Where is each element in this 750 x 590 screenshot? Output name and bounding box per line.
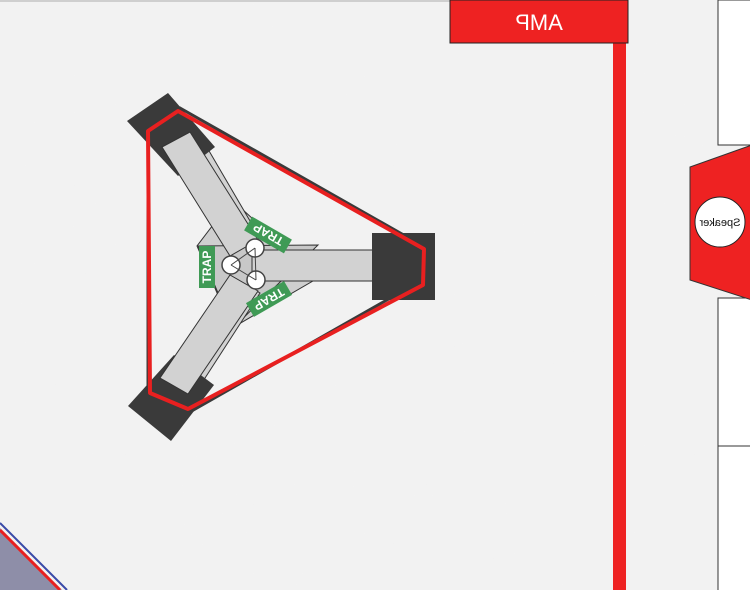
corner-edge-outer	[0, 522, 68, 590]
stage-tape	[146, 109, 426, 411]
amp-label: AMP	[515, 10, 563, 35]
speaker[interactable]: Speaker	[689, 145, 750, 300]
hub-link-2	[230, 264, 257, 281]
trap-left-label: TRAP	[200, 251, 214, 284]
corner-area	[0, 522, 68, 590]
trap-top-tag	[244, 216, 292, 254]
wall-panel-2	[717, 297, 750, 447]
truss-foot-right	[372, 233, 435, 300]
hub-link-1	[230, 247, 256, 266]
hub-link-3	[254, 247, 257, 281]
corner-edge-red	[0, 528, 62, 590]
wall-panel-1	[717, 0, 750, 146]
trap-left[interactable]: TRAP	[199, 246, 215, 288]
speaker-label: Speaker	[699, 217, 740, 229]
trap-left-tag	[199, 246, 215, 288]
stage[interactable]: TRAP TRAP TRAP	[127, 93, 435, 441]
amp-box	[449, 0, 629, 44]
speaker-opening	[694, 196, 746, 248]
wall-panel-3	[717, 445, 750, 590]
alliance-wall-line	[613, 0, 626, 590]
trap-bottom-tag	[245, 281, 293, 317]
amp[interactable]: AMP	[449, 0, 629, 44]
truss-arm-right	[251, 249, 389, 282]
